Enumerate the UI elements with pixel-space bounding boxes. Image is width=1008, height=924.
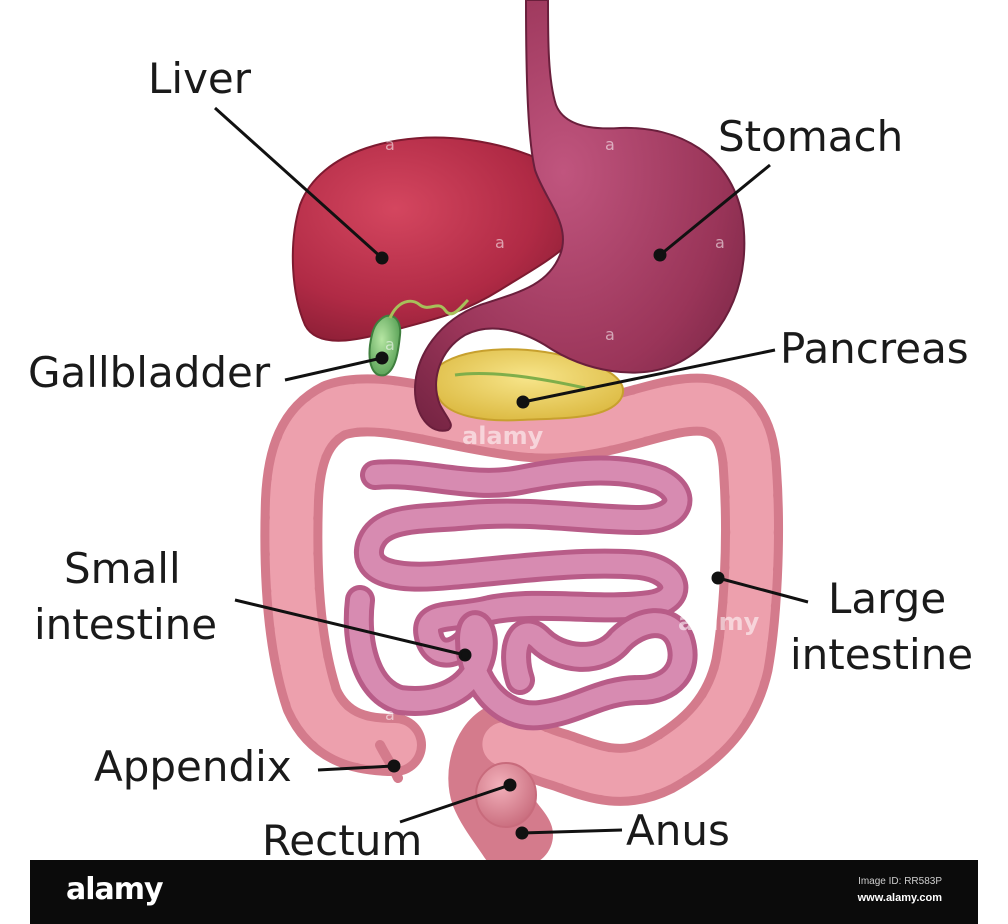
label-gallbladder: Gallbladder <box>28 352 270 394</box>
small-intestine <box>359 471 683 716</box>
site-url: www.alamy.com <box>858 892 942 904</box>
watermark-mark: a <box>605 705 615 724</box>
watermark-mark: a <box>715 233 725 252</box>
label-small-intestine-line1: Small <box>64 548 181 590</box>
label-small-intestine-line2: intestine <box>34 604 217 646</box>
label-pancreas: Pancreas <box>780 328 969 370</box>
watermark-mark: a <box>605 325 615 344</box>
watermark-mark: a <box>385 335 395 354</box>
watermark-mark: a <box>495 525 505 544</box>
label-appendix: Appendix <box>94 746 292 788</box>
watermark-word: alamy <box>678 608 760 636</box>
stock-footer-bar: alamy Image ID: RR583P www.alamy.com <box>30 860 978 924</box>
watermark-mark: a <box>495 233 505 252</box>
label-stomach: Stomach <box>718 116 903 158</box>
label-liver: Liver <box>148 58 251 100</box>
label-rectum: Rectum <box>262 820 422 862</box>
watermark-mark: a <box>385 705 395 724</box>
image-id: Image ID: RR583P <box>858 876 942 887</box>
alamy-logo: alamy <box>66 872 163 907</box>
watermark-mark: a <box>385 135 395 154</box>
watermark-word: alamy <box>462 422 544 450</box>
label-large-intestine-line2: intestine <box>790 634 973 676</box>
watermark-mark: a <box>605 135 615 154</box>
label-large-intestine-line1: Large <box>828 578 946 620</box>
label-anus: Anus <box>626 810 730 852</box>
